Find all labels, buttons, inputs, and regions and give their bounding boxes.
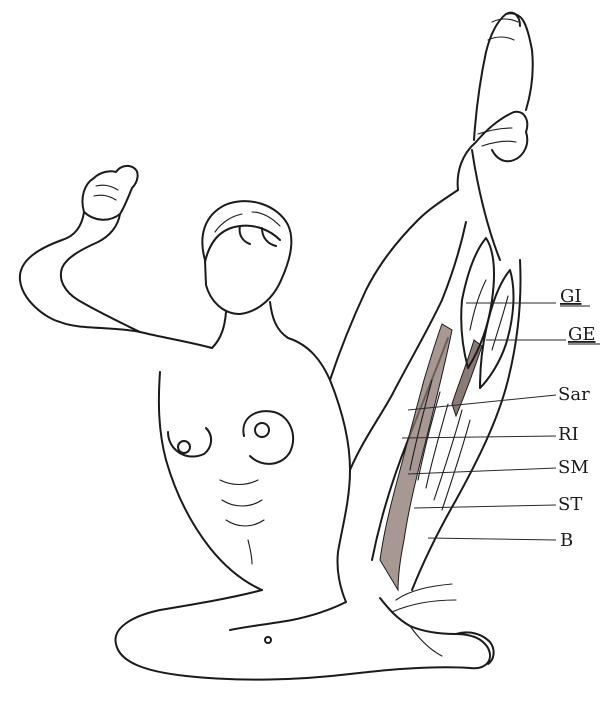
- leader-b: [428, 538, 556, 540]
- label-b: B: [560, 530, 573, 551]
- muscle-labels: GI GE Sar RI SM ST B: [558, 286, 596, 551]
- label-st: ST: [558, 494, 582, 515]
- label-ge: GE: [568, 324, 596, 345]
- label-sar: Sar: [558, 384, 590, 405]
- label-sm: SM: [558, 457, 589, 478]
- label-gi: GI: [560, 286, 582, 307]
- leader-st: [414, 505, 556, 508]
- figure-outline: [20, 13, 533, 680]
- label-ri: RI: [558, 424, 579, 445]
